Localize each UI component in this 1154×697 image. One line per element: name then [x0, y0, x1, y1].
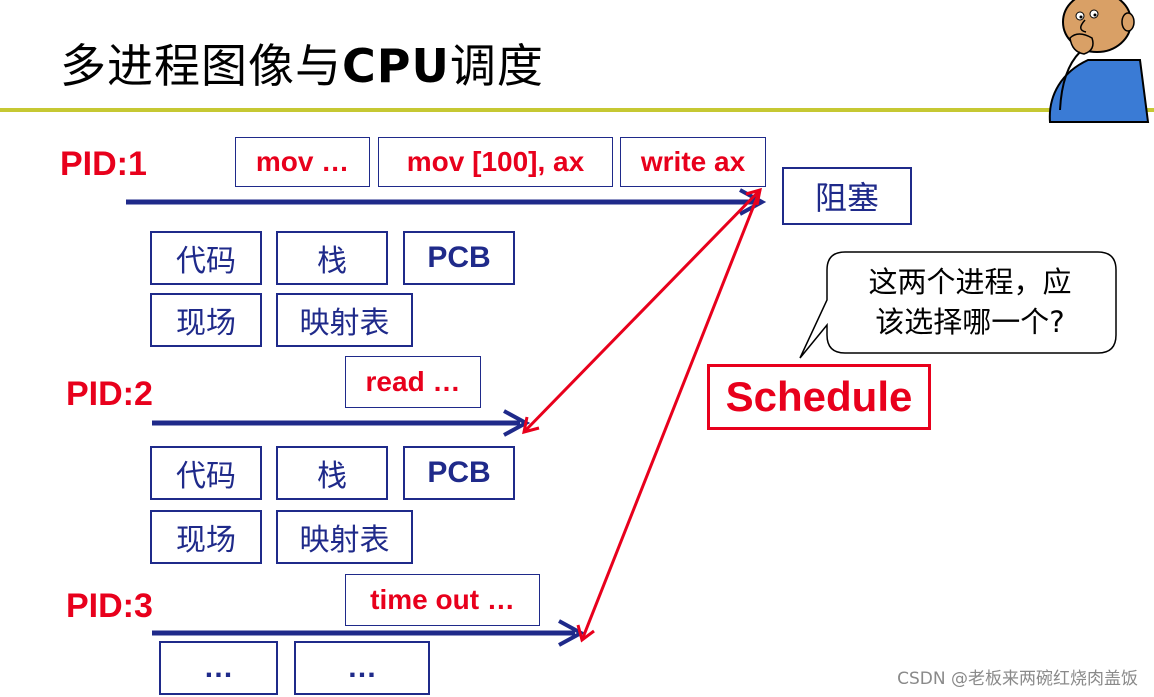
- title-bold: CPU: [342, 39, 450, 93]
- p1-code-box: 代码: [150, 231, 262, 285]
- pid1-label: PID:1: [60, 145, 147, 183]
- pid3-label: PID:3: [66, 587, 153, 625]
- pid2-instruction: read …: [345, 356, 481, 408]
- speech-bubble: [799, 251, 1117, 359]
- speech-bubble-text: 这两个进程，应 该选择哪一个?: [826, 262, 1114, 342]
- schedule-arrow-to-pid3: [576, 189, 762, 643]
- p1-stack-box: 栈: [276, 231, 388, 285]
- p2-context-box: 现场: [150, 510, 262, 564]
- blocked-state-box: 阻塞: [782, 167, 912, 225]
- p2-map-table-box: 映射表: [276, 510, 413, 564]
- title-divider: [0, 108, 1154, 112]
- p3-block-box: …: [159, 641, 278, 695]
- p2-stack-box: 栈: [276, 446, 388, 500]
- p1-context-box: 现场: [150, 293, 262, 347]
- pid2-label: PID:2: [66, 375, 153, 413]
- pid2-timeline-arrow: [152, 409, 531, 437]
- schedule-box: Schedule: [707, 364, 931, 430]
- pid1-instruction: mov …: [235, 137, 370, 187]
- thinker-illustration: [1048, 0, 1150, 123]
- pid1-timeline-arrow: [126, 188, 767, 216]
- watermark: CSDN @老板来两碗红烧肉盖饭: [897, 669, 1138, 689]
- pid1-instruction: mov [100], ax: [378, 137, 613, 187]
- p2-code-box: 代码: [150, 446, 262, 500]
- p2-pcb-box: PCB: [403, 446, 515, 500]
- title-main: 多进程图像与: [60, 39, 342, 93]
- pid3-instruction: time out …: [345, 574, 540, 626]
- title-tail: 调度: [449, 39, 544, 93]
- p1-map-table-box: 映射表: [276, 293, 413, 347]
- p1-pcb-box: PCB: [403, 231, 515, 285]
- page-title: 多进程图像与CPU调度: [60, 30, 544, 96]
- speech-bubble-line: 该选择哪一个?: [875, 305, 1065, 339]
- speech-bubble-line: 这两个进程，应: [868, 265, 1072, 299]
- pid1-instruction: write ax: [620, 137, 766, 187]
- p3-block-box: …: [294, 641, 430, 695]
